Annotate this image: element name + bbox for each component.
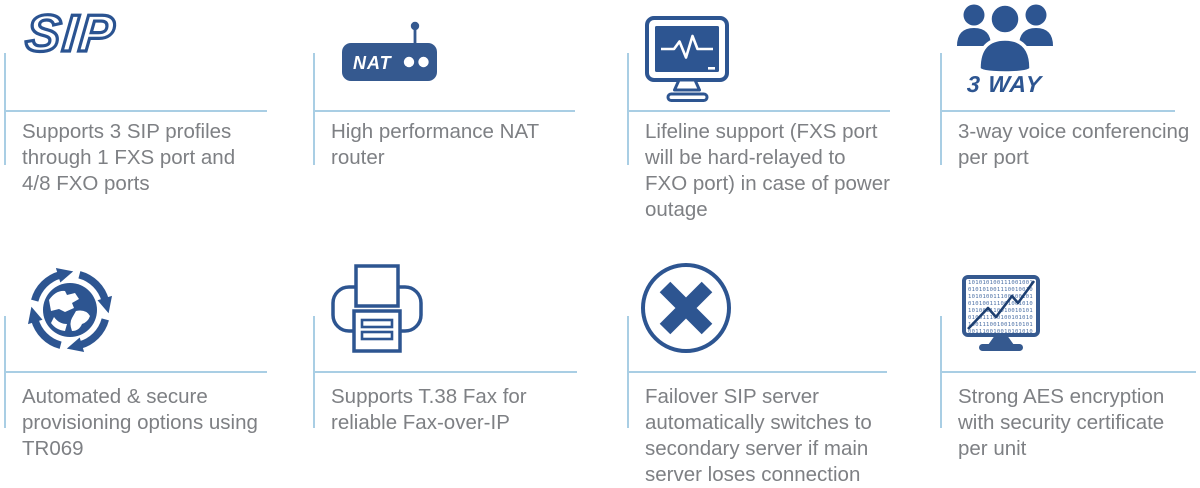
feature-text: Automated & secure provisioning options … bbox=[22, 385, 258, 460]
feature-card-provisioning: Automated & secure provisioning options … bbox=[4, 235, 304, 469]
monitor-stand-neck bbox=[988, 337, 1014, 345]
feature-text: High performance NAT router bbox=[331, 120, 539, 169]
lifeline-monitor-icon bbox=[645, 16, 729, 102]
divider-vertical bbox=[940, 53, 942, 165]
divider-horizontal bbox=[4, 371, 267, 373]
divider-horizontal bbox=[313, 110, 575, 112]
feature-text: Failover SIP server automatically switch… bbox=[645, 385, 872, 486]
trend-line-icon bbox=[967, 280, 1036, 330]
conference-people-icon bbox=[957, 2, 1053, 74]
feature-card-nat: NAT High performance NAT router bbox=[313, 0, 613, 234]
feature-text: Supports T.38 Fax for reliable Fax-over-… bbox=[331, 385, 527, 434]
feature-card-3way: 3 WAY 3-way voice conferencing per port bbox=[940, 0, 1200, 234]
three-way-label: 3 WAY bbox=[966, 71, 1043, 97]
feature-card-encryption: 1010101001110010010101010011100100101010… bbox=[940, 235, 1200, 469]
divider-horizontal bbox=[627, 371, 887, 373]
monitor-stand-base bbox=[979, 344, 1023, 351]
feature-text: Supports 3 SIP profiles through 1 FXS po… bbox=[22, 120, 236, 195]
nat-label: NAT bbox=[353, 53, 393, 73]
feature-card-failover: Failover SIP server automatically switch… bbox=[627, 235, 927, 486]
feature-card-lifeline: Lifeline support (FXS port will be hard-… bbox=[627, 0, 927, 234]
feature-text: 3-way voice conferencing per port bbox=[958, 120, 1190, 169]
feature-grid: SIP Supports 3 SIP profiles through 1 FX… bbox=[4, 0, 1200, 486]
encryption-monitor-icon: 1010101001110010010101010011100100101010… bbox=[962, 275, 1062, 353]
feature-card-fax: Supports T.38 Fax for reliable Fax-over-… bbox=[313, 235, 613, 469]
divider-vertical bbox=[4, 53, 6, 165]
divider-horizontal bbox=[313, 371, 577, 373]
feature-text: Strong AES encryption with security cert… bbox=[958, 385, 1165, 460]
feature-card-sip: SIP Supports 3 SIP profiles through 1 FX… bbox=[4, 0, 304, 234]
divider-horizontal bbox=[627, 110, 890, 112]
divider-vertical bbox=[313, 53, 315, 165]
globe-sync-icon bbox=[17, 268, 121, 359]
divider-vertical bbox=[627, 53, 629, 165]
nat-router-icon: NAT bbox=[342, 21, 437, 81]
sip-logo-icon: SIP bbox=[22, 3, 120, 64]
feature-text: Lifeline support (FXS port will be hard-… bbox=[645, 120, 890, 221]
divider-horizontal bbox=[940, 371, 1196, 373]
fax-printer-icon bbox=[331, 264, 423, 353]
failover-cross-icon bbox=[641, 263, 731, 353]
encryption-screen: 1010101001110010010101010011100100101010… bbox=[962, 275, 1040, 337]
divider-horizontal bbox=[940, 110, 1175, 112]
divider-horizontal bbox=[4, 110, 267, 112]
